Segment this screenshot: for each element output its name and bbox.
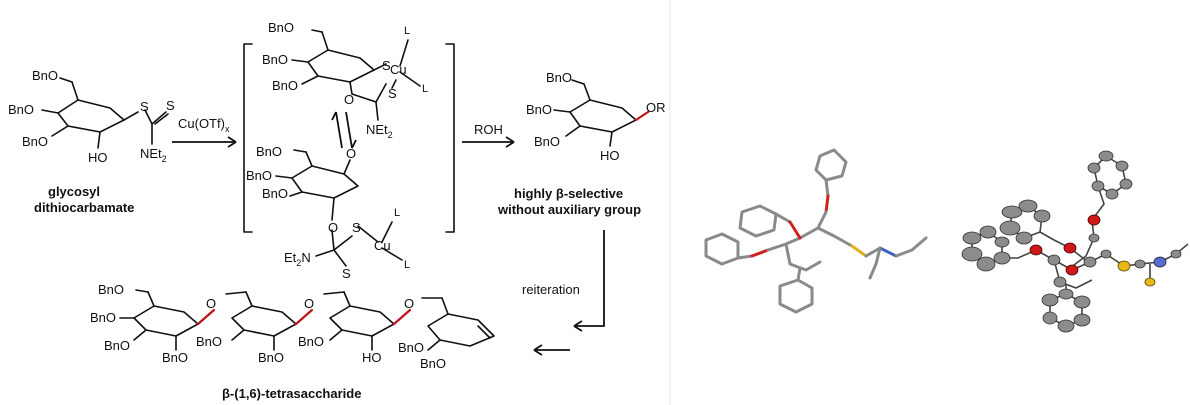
stick-model-structure <box>704 148 928 314</box>
label-highly-beta-selective: highly β-selective <box>514 186 623 201</box>
atom-bno: BnO <box>262 52 288 67</box>
label-dithiocarbamate: dithiocarbamate <box>34 200 134 215</box>
atom-bno: BnO <box>298 334 324 349</box>
copper-intermediate-bottom: BnO BnO BnO O O S Cu L L S Et2N <box>246 144 410 281</box>
label-roh: ROH <box>474 122 503 137</box>
atom-s: S <box>388 86 397 101</box>
glycosyl-dithiocarbamate-structure: BnO BnO BnO HO S S NEt2 <box>8 68 175 165</box>
atom-cu: Cu <box>390 62 407 77</box>
atom-l: L <box>394 207 400 219</box>
atom-o: O <box>346 146 356 161</box>
atom-ho: HO <box>362 350 382 365</box>
atom-bno: BnO <box>272 78 298 93</box>
bracket-left <box>243 43 253 233</box>
label-glycosyl: glycosyl <box>48 184 100 199</box>
atom-bno: BnO <box>162 350 188 365</box>
atom-o: O <box>328 220 338 235</box>
bracket-right <box>445 43 455 233</box>
atom-bno: BnO <box>398 340 424 355</box>
atom-o: O <box>206 296 216 311</box>
beta-glycoside-product: BnO BnO BnO HO OR <box>526 70 666 163</box>
atom-bno: BnO <box>262 186 288 201</box>
atom-bno: BnO <box>196 334 222 349</box>
atom-bno: BnO <box>8 102 34 117</box>
atom-bno: BnO <box>268 20 294 35</box>
tetrasaccharide-structure: BnO BnO BnO BnO O BnO BnO O BnO HO O BnO… <box>90 282 495 371</box>
atom-bno: BnO <box>22 134 48 149</box>
atom-bno: BnO <box>534 134 560 149</box>
atom-et2n: Et2N <box>284 250 311 268</box>
atom-bno: BnO <box>420 356 446 371</box>
atom-o: O <box>404 296 414 311</box>
label-without-auxiliary-group: without auxiliary group <box>497 202 641 217</box>
atom-s: S <box>382 58 391 73</box>
atom-s: S <box>140 99 149 114</box>
atom-ho: HO <box>88 150 108 165</box>
ortep-ellipsoid-structure <box>961 150 1189 333</box>
atom-bno: BnO <box>258 350 284 365</box>
atom-l: L <box>404 25 410 37</box>
atom-bno: BnO <box>526 102 552 117</box>
atom-o: O <box>304 296 314 311</box>
atom-bno: BnO <box>98 282 124 297</box>
label-reagent: Cu(OTf)x <box>178 116 230 134</box>
atom-net2: NEt2 <box>366 122 393 140</box>
atom-or: OR <box>646 100 666 115</box>
atom-s: S <box>342 266 351 281</box>
atom-cu: Cu <box>374 238 391 253</box>
atom-bno: BnO <box>104 338 130 353</box>
label-tetrasaccharide: β-(1,6)-tetrasaccharide <box>222 386 361 401</box>
atom-bno: BnO <box>256 144 282 159</box>
atom-ho: HO <box>600 148 620 163</box>
atom-s: S <box>166 98 175 113</box>
copper-intermediate-top: BnO BnO BnO O S Cu L L S NEt2 <box>262 20 428 140</box>
label-reiteration: reiteration <box>522 282 580 297</box>
equilibrium-arrows <box>331 111 357 149</box>
atom-net2: NEt2 <box>140 146 167 164</box>
atom-l: L <box>404 259 410 271</box>
atom-bno: BnO <box>90 310 116 325</box>
atom-o: O <box>344 92 354 107</box>
atom-bno: BnO <box>32 68 58 83</box>
atom-bno: BnO <box>246 168 272 183</box>
atom-l: L <box>422 83 428 95</box>
atom-bno: BnO <box>546 70 572 85</box>
atom-s: S <box>352 220 361 235</box>
reiteration-arrow <box>574 230 605 327</box>
